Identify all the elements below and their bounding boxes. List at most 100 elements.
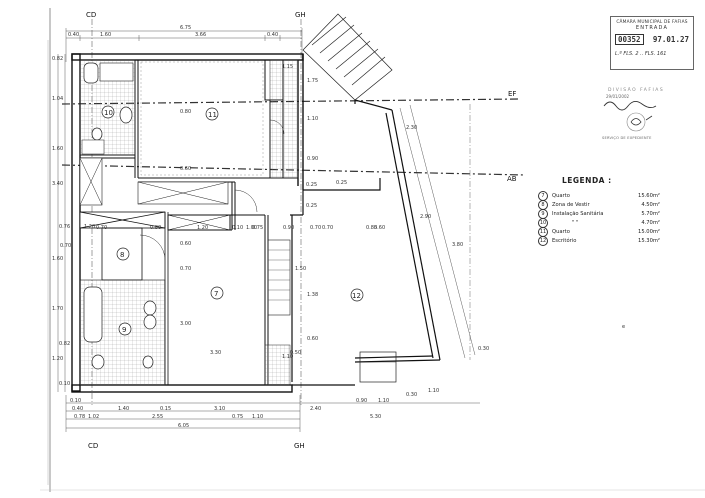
bathtub-fixture xyxy=(83,62,99,84)
room-12-walls xyxy=(290,99,441,386)
legend-label: " " xyxy=(572,219,579,226)
dim-int-20: 1.50 xyxy=(295,266,306,272)
dim-left-8: 0.82 xyxy=(59,341,70,347)
hatched-column-right xyxy=(269,59,299,179)
dim-int-35: 0.70 xyxy=(96,225,107,231)
dim-int-29: 0.60 xyxy=(374,225,385,231)
legend-label: Instalação Sanitária xyxy=(552,210,604,217)
dim-int-14: 3.30 xyxy=(210,350,221,356)
dim-bottom-2: 0.40 xyxy=(72,406,83,412)
dim-int-23: 0.60 xyxy=(307,336,318,342)
legend-area: 15.60m² xyxy=(638,192,660,199)
dim-int-32: 0.80 xyxy=(150,225,161,231)
dim-bottom-11: 6.05 xyxy=(178,423,189,429)
legend-area: 4.50m² xyxy=(641,201,660,208)
stair-steps xyxy=(268,249,290,301)
dim-top-1: 0.40 xyxy=(68,32,79,38)
dim-int-27: 0.30 xyxy=(478,346,489,352)
dim-bottom-12: 2.40 xyxy=(310,406,321,412)
legend-title: LEGENDA : xyxy=(562,176,612,185)
dim-left-4: 3.40 xyxy=(52,181,63,187)
dim-int-1: 0.80 xyxy=(180,109,191,115)
dim-int-33: 1.00 xyxy=(246,225,257,231)
dim-left-7: 1.70 xyxy=(52,306,63,312)
dim-int-18: 0.90 xyxy=(307,156,318,162)
dim-bottom-14: 1.10 xyxy=(378,398,389,404)
dim-bottom-15: 0.30 xyxy=(406,392,417,398)
dim-int-9: 0.70 xyxy=(180,266,191,272)
axis-label-gh-top: GH xyxy=(295,11,306,19)
stamp-row: 00352 97.01.27 xyxy=(615,34,689,45)
dim-int-21: 1.38 xyxy=(307,292,318,298)
legend-label: Escritório xyxy=(552,237,577,244)
dim-left-9: 1.20 xyxy=(52,356,63,362)
legend-area: 4.70m² xyxy=(641,219,660,226)
axis-label-cd-bottom: CD xyxy=(88,442,98,450)
axis-label-cd-top: CD xyxy=(86,11,96,19)
dim-bottom-10: 0.78 xyxy=(74,414,85,420)
dim-int-13: 3.00 xyxy=(180,321,191,327)
stamp-line-1: CÂMARA MUNICIPAL DE FAFIAS xyxy=(616,20,688,25)
entry-stamp: CÂMARA MUNICIPAL DE FAFIAS ENTRADA 00352… xyxy=(610,16,694,70)
room-number-8: 8 xyxy=(120,251,124,259)
dim-left-3: 1.60 xyxy=(52,146,63,152)
room-number-12: 12 xyxy=(352,292,361,300)
dim-int-4: 1.20 xyxy=(197,225,208,231)
dimension-chain-diagonal xyxy=(399,104,476,359)
legend-item: 12 Escritório 15.30m² xyxy=(538,235,688,246)
stamp-date: 97.01.27 xyxy=(652,35,689,44)
dim-bottom-8: 0.75 xyxy=(232,414,243,420)
balcony xyxy=(359,351,397,383)
legend-item: 9 Instalação Sanitária 5.70m² xyxy=(538,208,688,219)
stamp-line-2: ENTRADA xyxy=(635,25,669,31)
dim-int-7: 0.25 xyxy=(306,203,317,209)
stair-inner xyxy=(267,239,291,316)
room-number-7: 7 xyxy=(214,290,218,298)
door-swing-2 xyxy=(139,234,166,261)
dimension-chain-left xyxy=(57,54,66,392)
axis-label-gh-bottom: GH xyxy=(294,442,305,450)
room-tag-7 xyxy=(210,286,224,300)
legend-label: Quarto xyxy=(552,228,570,235)
legend-item: 10 " " 4.70m² xyxy=(538,217,688,228)
dim-bottom-5: 3.10 xyxy=(214,406,225,412)
dim-int-10: 0.70 xyxy=(310,225,321,231)
dim-int-22: 0.70 xyxy=(322,225,333,231)
legend-item: 8 Zona de Vestir 4.50m² xyxy=(538,199,688,210)
dim-int-19: 0.75 xyxy=(252,225,263,231)
dim-bottom-17: 5.30 xyxy=(370,414,381,420)
signature-date: 29/01/2002 xyxy=(606,94,630,99)
legend: LEGENDA : 7 Quarto 15.60m² 8 Zona de Ves… xyxy=(538,176,688,246)
room-tag-12 xyxy=(350,288,364,302)
dim-int-15: 1.15 xyxy=(282,64,293,70)
dim-bottom-7: 2.55 xyxy=(152,414,163,420)
dim-top-3: 3.66 xyxy=(195,32,206,38)
dim-int-31: 0.70 xyxy=(60,243,71,249)
sink-icon-3 xyxy=(143,314,157,330)
dim-bottom-16: 1.10 xyxy=(428,388,439,394)
toilet-icon xyxy=(91,127,103,141)
dim-bottom-6: 1.02 xyxy=(88,414,99,420)
dim-bottom-3: 1.40 xyxy=(118,406,129,412)
room-number-11: 11 xyxy=(208,111,217,119)
dim-bottom-9: 1.10 xyxy=(252,414,263,420)
room-number-10: 10 xyxy=(104,109,113,117)
dim-int-26: 2.90 xyxy=(420,214,431,220)
dim-int-6: 0.25 xyxy=(306,182,317,188)
dim-int-28: 0.85 xyxy=(366,225,377,231)
corner-mark: e xyxy=(622,324,625,330)
room-number-9: 9 xyxy=(122,326,126,334)
room-tag-9 xyxy=(118,322,132,336)
seal-arc-text: DIVISÃO FAFIAS xyxy=(608,88,665,93)
sink-icon xyxy=(119,106,133,124)
legend-item: 11 Quarto 15.00m² xyxy=(538,226,688,237)
toilet-icon-2 xyxy=(91,354,105,370)
seal-signature-icon xyxy=(603,101,657,132)
dim-top-4: 0.40 xyxy=(267,32,278,38)
room-tag-11 xyxy=(205,107,219,121)
legend-area: 15.30m² xyxy=(638,237,660,244)
legend-num: 12 xyxy=(538,235,548,246)
legend-label: Quarto xyxy=(552,192,570,199)
dim-int-17: 1.10 xyxy=(307,116,318,122)
